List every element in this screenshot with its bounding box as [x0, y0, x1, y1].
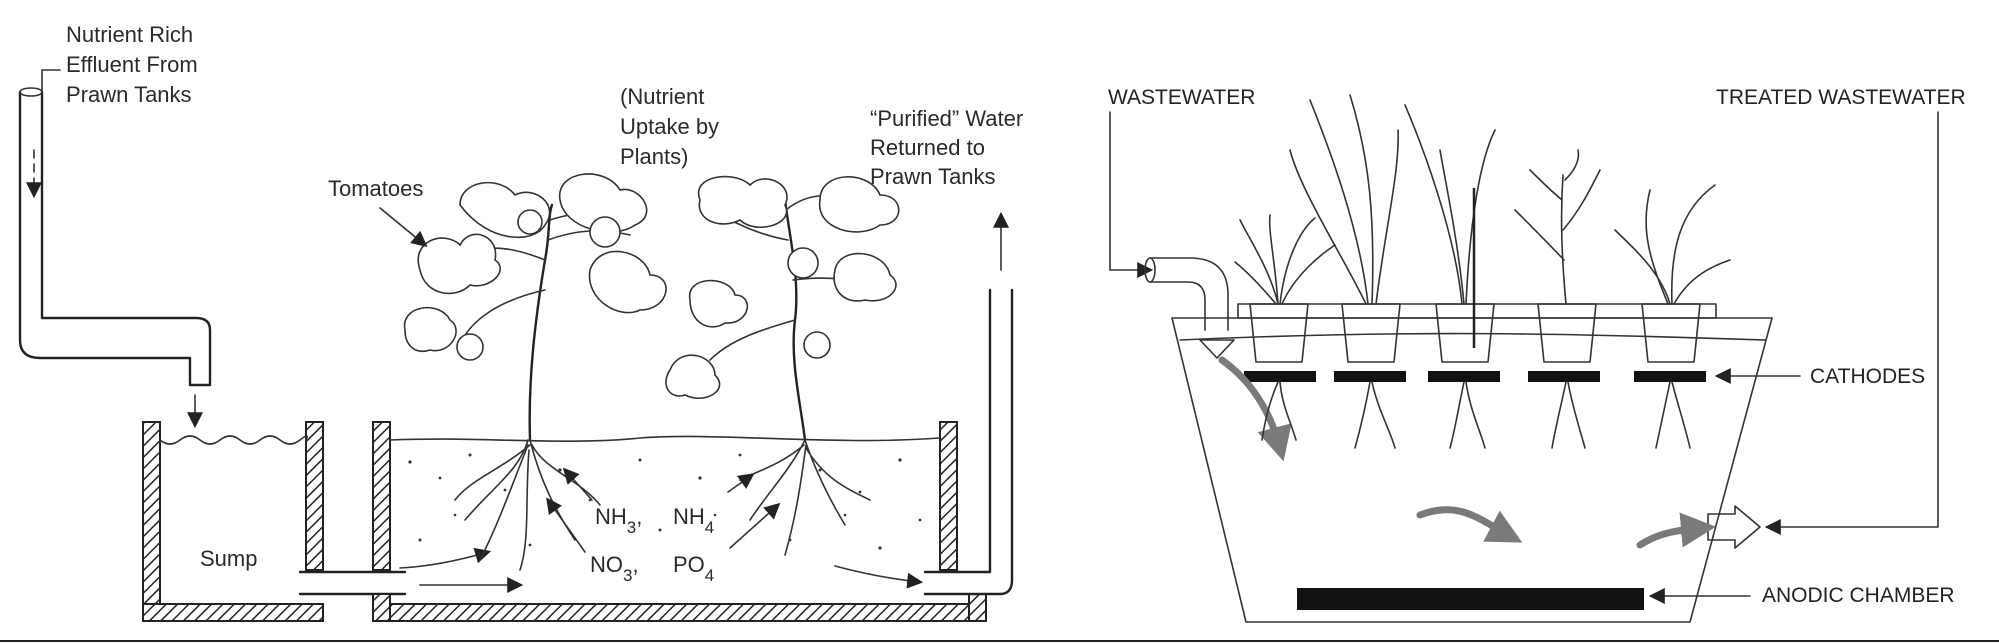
connecting-pipe	[298, 570, 407, 596]
treatment-tank	[1171, 317, 1773, 623]
bed-flow-arrow-1	[399, 547, 492, 569]
cathode-3	[1428, 371, 1500, 382]
no3-arrow	[546, 497, 586, 553]
grow-bed	[372, 421, 987, 622]
cathode-4	[1528, 371, 1600, 382]
uptake-label: (Nutrient Uptake by Plants)	[620, 84, 725, 169]
cathode-1	[1244, 371, 1316, 382]
treated-arrow	[1764, 111, 1939, 535]
cathode-5	[1634, 371, 1706, 382]
no3-label: NO3,	[590, 552, 639, 585]
nh4-label: NH4	[673, 504, 714, 537]
sump-label: Sump	[200, 546, 257, 571]
water-surface	[1179, 332, 1766, 341]
wetland-mfc-diagram: WASTEWATER CATHODES ANODIC CHAMBER TREAT…	[1108, 86, 1966, 623]
plant-pot-2	[1289, 94, 1401, 449]
inflow-label: Nutrient Rich Effluent From Prawn Tanks	[66, 22, 204, 107]
inflow-leader	[41, 69, 61, 93]
nutrient-labels: NH3, NH4 NO3, PO4	[590, 504, 714, 585]
tomato-plant-1	[403, 173, 667, 571]
plant-pot-4	[1514, 149, 1601, 449]
plant-pot-5	[1614, 184, 1731, 449]
po4-label: PO4	[673, 552, 714, 585]
wastewater-arrow	[1109, 111, 1154, 278]
aquaponics-diagram: Nutrient Rich Effluent From Prawn Tanks …	[18, 22, 1029, 622]
cathodes-label: CATHODES	[1810, 365, 1925, 388]
sump-water-surface	[159, 435, 308, 445]
anodic-chamber-label: ANODIC CHAMBER	[1762, 584, 1955, 607]
flow-arrow-middle	[1416, 506, 1523, 543]
nh4-arrow	[727, 473, 755, 493]
treated-wastewater-label: TREATED WASTEWATER	[1716, 86, 1966, 109]
tomatoes-arrow	[379, 207, 428, 248]
nh3-label: NH3,	[595, 504, 642, 537]
cathodes	[1244, 371, 1706, 382]
outflow-label: “Purified” Water Returned to Prawn Tanks	[870, 106, 1029, 189]
flow-arrow-outlet	[1636, 512, 1716, 549]
anode-plate	[1297, 588, 1644, 610]
plant-pot-1	[1234, 214, 1336, 441]
gravel-surface	[389, 435, 941, 443]
planter-tray	[1237, 303, 1717, 319]
wastewater-label: WASTEWATER	[1108, 86, 1255, 109]
inlet-pipe	[1149, 257, 1229, 331]
plant-pot-3	[1404, 104, 1496, 449]
flow-arrow-inlet	[1218, 356, 1292, 462]
bed-flow-arrow-3	[834, 565, 924, 589]
tomato-plant-2	[665, 175, 900, 556]
cathode-2	[1334, 371, 1406, 382]
inflow-pipe	[18, 90, 212, 387]
nh3-arrow	[562, 467, 593, 501]
return-pipe	[923, 288, 1014, 596]
po4-arrow	[729, 502, 781, 549]
inlet-funnel	[1199, 339, 1235, 359]
gravel-media	[408, 453, 922, 550]
tomatoes-label: Tomatoes	[328, 176, 423, 201]
sump-tank	[142, 421, 324, 622]
